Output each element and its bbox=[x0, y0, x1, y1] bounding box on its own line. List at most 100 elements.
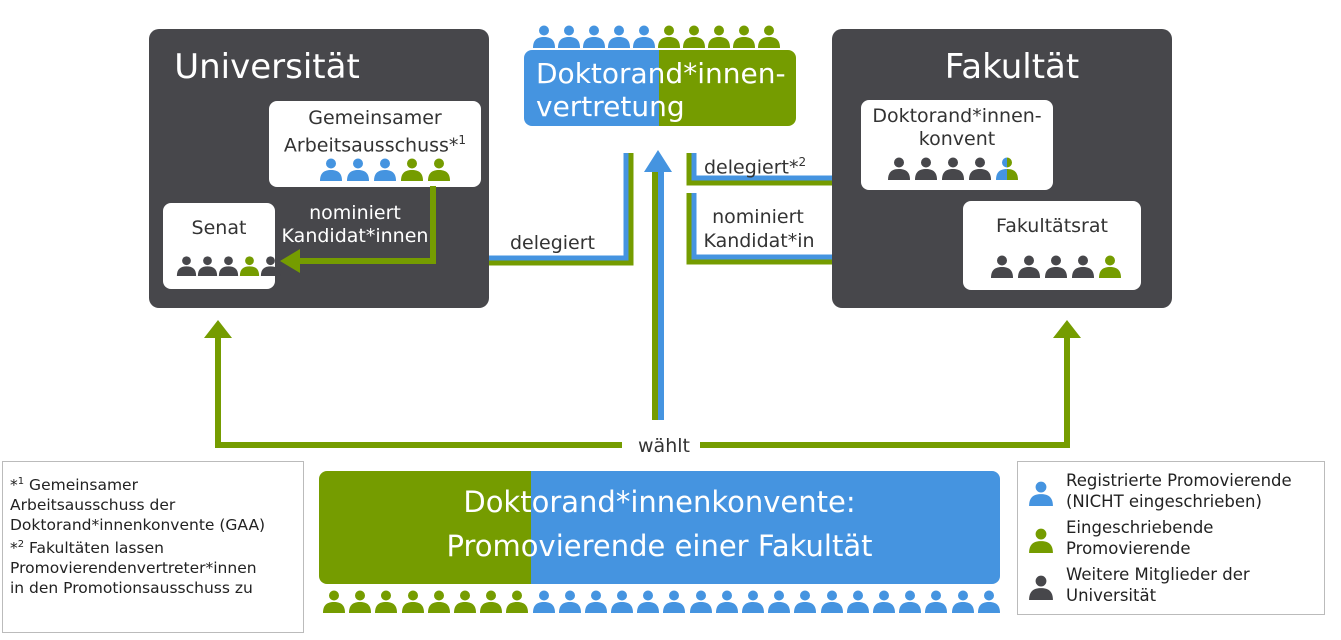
person-icon bbox=[558, 25, 580, 48]
person-icon bbox=[689, 590, 712, 613]
konvente-people bbox=[322, 589, 1001, 613]
person-icon bbox=[239, 256, 260, 276]
footnote-line: Doktorand*innenkonvente (GAA) bbox=[10, 516, 266, 535]
person-icon bbox=[349, 590, 372, 613]
person-icon bbox=[996, 157, 1018, 180]
person-icon bbox=[375, 590, 398, 613]
legend-label: Registrierte Promovierende(NICHT eingesc… bbox=[1066, 471, 1292, 511]
university-title: Universität bbox=[174, 47, 360, 87]
konvent-label-line1: Doktorand*innen- bbox=[872, 105, 1042, 127]
person-icon bbox=[768, 590, 791, 613]
faculty-nominate-line1: nominiert bbox=[712, 206, 804, 228]
waehlt-arrowhead-right bbox=[1053, 320, 1081, 338]
footnote-line: Arbeitsausschuss der bbox=[10, 496, 176, 515]
person-icon bbox=[401, 158, 423, 181]
person-icon bbox=[872, 590, 895, 613]
person-icon bbox=[532, 590, 555, 613]
nominate-senat-arrowhead bbox=[280, 249, 300, 273]
delegiert-label: delegiert bbox=[510, 232, 596, 254]
person-icon bbox=[533, 25, 555, 48]
person-icon bbox=[888, 157, 910, 180]
person-icon bbox=[323, 590, 345, 613]
person-icon bbox=[794, 590, 817, 613]
person-icon bbox=[1072, 255, 1094, 278]
waehlt-label: wählt bbox=[628, 435, 700, 458]
person-icon bbox=[480, 590, 503, 613]
person-icon bbox=[401, 590, 424, 613]
konvente-line2: Promovierende einer Fakultät bbox=[446, 529, 873, 563]
person-icon bbox=[915, 157, 937, 180]
senat-label: Senat bbox=[191, 217, 247, 239]
legend-box: Registrierte Promovierende(NICHT eingesc… bbox=[1017, 461, 1325, 615]
person-icon bbox=[742, 590, 764, 613]
footnote-line: Promovierendenvertreter*innen bbox=[10, 559, 257, 578]
konvent-people bbox=[887, 156, 1019, 180]
person-icon bbox=[608, 25, 630, 48]
person-icon bbox=[506, 590, 529, 613]
person-icon bbox=[197, 256, 218, 276]
person-icon bbox=[969, 157, 991, 180]
representation-line2: vertretung bbox=[536, 90, 685, 123]
person-icon bbox=[1018, 255, 1040, 278]
university-nominate-line1: nominiert bbox=[309, 202, 401, 224]
rat-people bbox=[990, 254, 1122, 278]
konvente-line1: Doktorand*innenkonvente: bbox=[463, 485, 856, 519]
person-icon bbox=[320, 158, 342, 181]
person-icon bbox=[977, 590, 1000, 613]
person-icon bbox=[428, 158, 450, 181]
representation-line1: Doktorand*innen- bbox=[536, 57, 786, 90]
representation-box: Doktorand*innen- vertretung bbox=[524, 50, 796, 126]
person-icon bbox=[733, 25, 755, 48]
gaa-people bbox=[319, 157, 451, 181]
faculty-nominate-line2: Kandidat*in bbox=[703, 230, 815, 252]
legend-item: Registrierte Promovierende(NICHT eingesc… bbox=[1028, 470, 1292, 512]
person-icon bbox=[708, 25, 730, 48]
person-icon bbox=[427, 590, 450, 613]
person-icon bbox=[1029, 528, 1053, 553]
person-icon bbox=[1029, 481, 1053, 506]
konvente-to-representation-arrow bbox=[644, 150, 672, 420]
waehlt-arrow bbox=[215, 336, 1070, 448]
person-icon bbox=[218, 256, 239, 276]
person-icon bbox=[558, 590, 581, 613]
rat-box: Fakultätsrat bbox=[963, 201, 1141, 290]
senat-people bbox=[176, 255, 281, 276]
person-icon bbox=[820, 590, 843, 613]
person-icon bbox=[991, 255, 1013, 278]
person-icon bbox=[1029, 575, 1053, 600]
person-icon bbox=[658, 25, 680, 48]
rat-label: Fakultätsrat bbox=[996, 215, 1108, 237]
konvent-label-line2: konvent bbox=[918, 128, 996, 150]
senat-box: Senat bbox=[163, 203, 281, 289]
person-icon bbox=[683, 25, 705, 48]
person-icon bbox=[453, 590, 476, 613]
university-nominate-line2: Kandidat*innen bbox=[281, 225, 429, 247]
person-icon bbox=[899, 590, 922, 613]
person-icon bbox=[374, 158, 396, 181]
faculty-delegate-label: delegiert*2 bbox=[704, 155, 807, 179]
person-icon bbox=[1045, 255, 1067, 278]
person-icon bbox=[347, 158, 369, 181]
person-icon bbox=[176, 256, 197, 276]
person-icon bbox=[583, 25, 605, 48]
faculty-title: Fakultät bbox=[944, 47, 1080, 87]
person-icon bbox=[633, 25, 655, 48]
gaa-label-line2: Arbeitsausschuss*1 bbox=[283, 133, 467, 157]
waehlt-arrowhead-left bbox=[204, 320, 232, 338]
konvent-box: Doktorand*innen- konvent bbox=[861, 100, 1053, 190]
person-icon bbox=[942, 157, 964, 180]
person-icon bbox=[715, 590, 738, 613]
person-icon bbox=[951, 590, 974, 613]
konvente-box: Doktorand*innenkonvente: Promovierende e… bbox=[319, 471, 1000, 584]
person-icon bbox=[925, 590, 948, 613]
person-icon bbox=[758, 25, 780, 48]
person-icon bbox=[1099, 255, 1121, 278]
nominate-senat-arrow bbox=[298, 186, 436, 264]
